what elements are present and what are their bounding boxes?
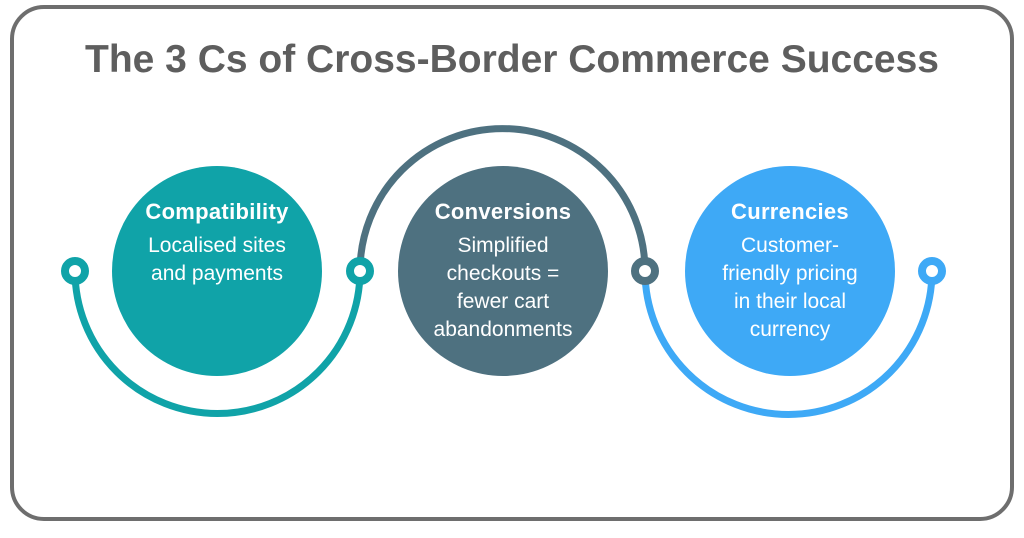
circle-currencies-text-line: in their local [733,290,847,313]
connector-arc-compatibility [71,270,364,417]
circle-conversions-text-line: checkouts = [446,262,560,285]
circle-currencies-text-line: currency [749,318,831,341]
node-ring-junction-1 [346,257,374,285]
circle-conversions-heading: Conversions [434,199,572,224]
infographic-card-border [10,5,1014,521]
connector-arc-conversions [356,125,649,272]
node-ring-junction-2 [631,257,659,285]
circle-compatibility-text-line: Localised sites [148,234,286,257]
circle-conversions: Conversions Simplified checkouts = fewer… [398,166,608,376]
circle-currencies-text-line: Customer- [740,234,840,257]
page-title: The 3 Cs of Cross-Border Commerce Succes… [85,38,939,81]
connector-arc-currencies [641,270,936,418]
circle-currencies: Currencies Customer- friendly pricing in… [685,166,895,376]
circle-compatibility-heading: Compatibility [145,199,289,224]
circle-compatibility-text-line: and payments [151,262,283,285]
circle-currencies-text-line: friendly pricing [722,262,858,285]
circle-conversions-text-line: Simplified [457,234,549,257]
circle-conversions-text-line: abandonments [433,318,573,341]
circle-currencies-heading: Currencies [731,199,849,224]
node-ring-start [61,257,89,285]
circle-conversions-text-line: fewer cart [456,290,550,313]
circle-compatibility: Compatibility Localised sites and paymen… [112,166,322,376]
node-ring-end [918,257,946,285]
